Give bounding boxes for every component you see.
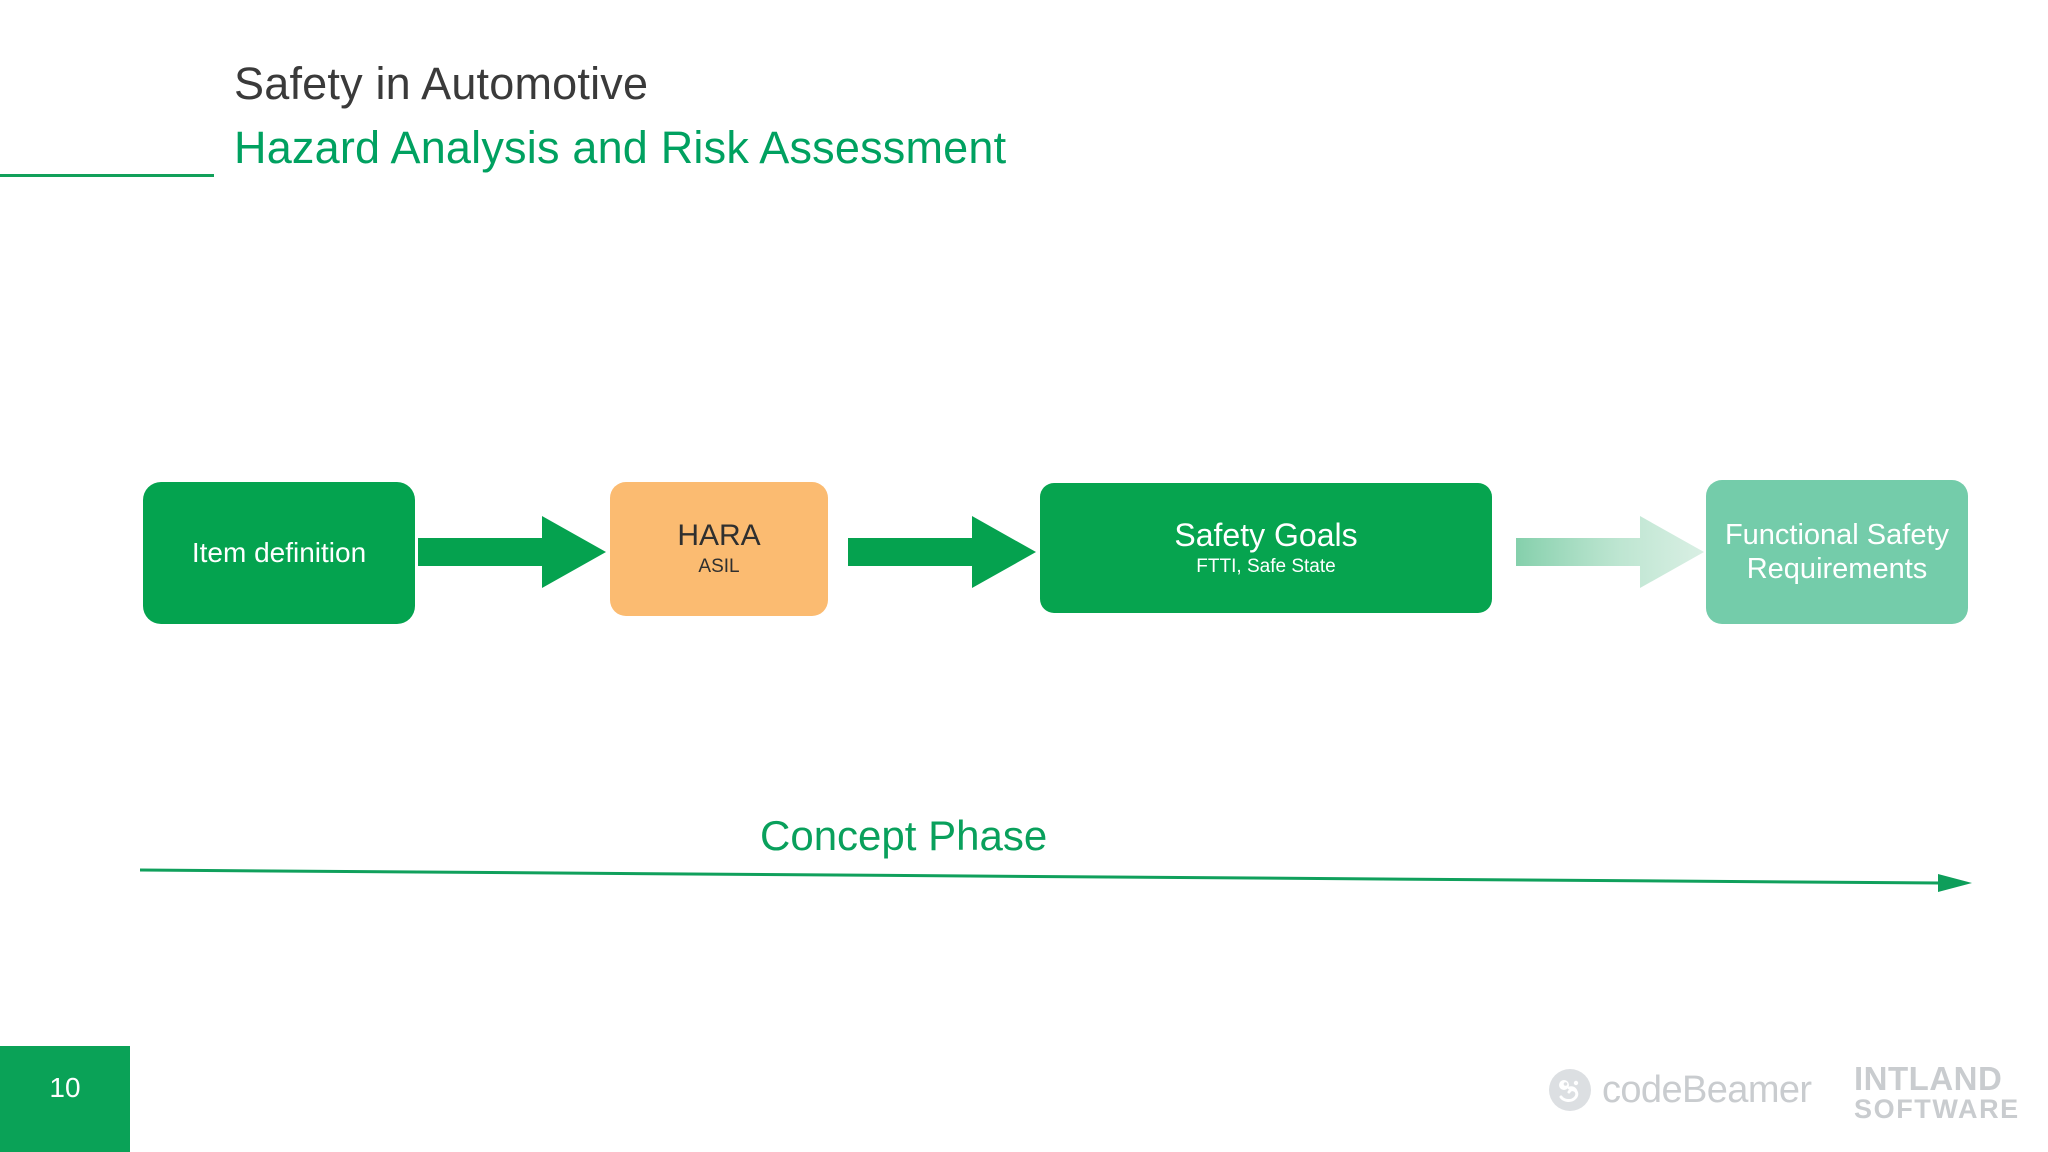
flow-step-safety-goals[interactable]: Safety Goals FTTI, Safe State: [1040, 483, 1492, 613]
codebeamer-wordmark: codeBeamer: [1602, 1068, 1812, 1111]
page-number-badge: 10: [0, 1046, 130, 1152]
flow-arrow-faded-icon: [1516, 516, 1704, 588]
flow-step-title: Item definition: [191, 537, 367, 569]
flow-step-subtitle: ASIL: [698, 556, 740, 578]
flow-step-title: Safety Goals: [1174, 516, 1358, 553]
timeline-arrow-icon: [140, 868, 1972, 892]
timeline-label: Concept Phase: [760, 812, 1048, 859]
intland-wordmark-line1: INTLAND: [1854, 1060, 2003, 1097]
codebeamer-logo: codeBeamer: [1548, 1068, 1812, 1112]
flow-arrow-icon: [418, 516, 606, 588]
flow-step-item-definition[interactable]: Item definition: [143, 482, 415, 624]
flow-step-hara[interactable]: HARA ASIL: [610, 482, 828, 616]
page-title-primary: Safety in Automotive: [234, 58, 649, 109]
codebeamer-gecko-icon: [1549, 1069, 1591, 1111]
page-number: 10: [49, 1072, 81, 1103]
intland-wordmark-line2: SOFTWARE: [1854, 1093, 2020, 1124]
page-title-secondary: Hazard Analysis and Risk Assessment: [234, 122, 1007, 173]
flow-step-functional-safety-requirements[interactable]: Functional Safety Requirements: [1706, 480, 1968, 624]
flow-step-subtitle: FTTI, Safe State: [1196, 555, 1336, 577]
flow-step-title: Functional Safety Requirements: [1724, 518, 1950, 585]
flow-arrow-icon: [848, 516, 1036, 588]
title-divider: [0, 174, 214, 177]
flow-step-title: HARA: [677, 518, 761, 552]
intland-software-logo: INTLAND SOFTWARE: [1854, 1062, 2020, 1123]
